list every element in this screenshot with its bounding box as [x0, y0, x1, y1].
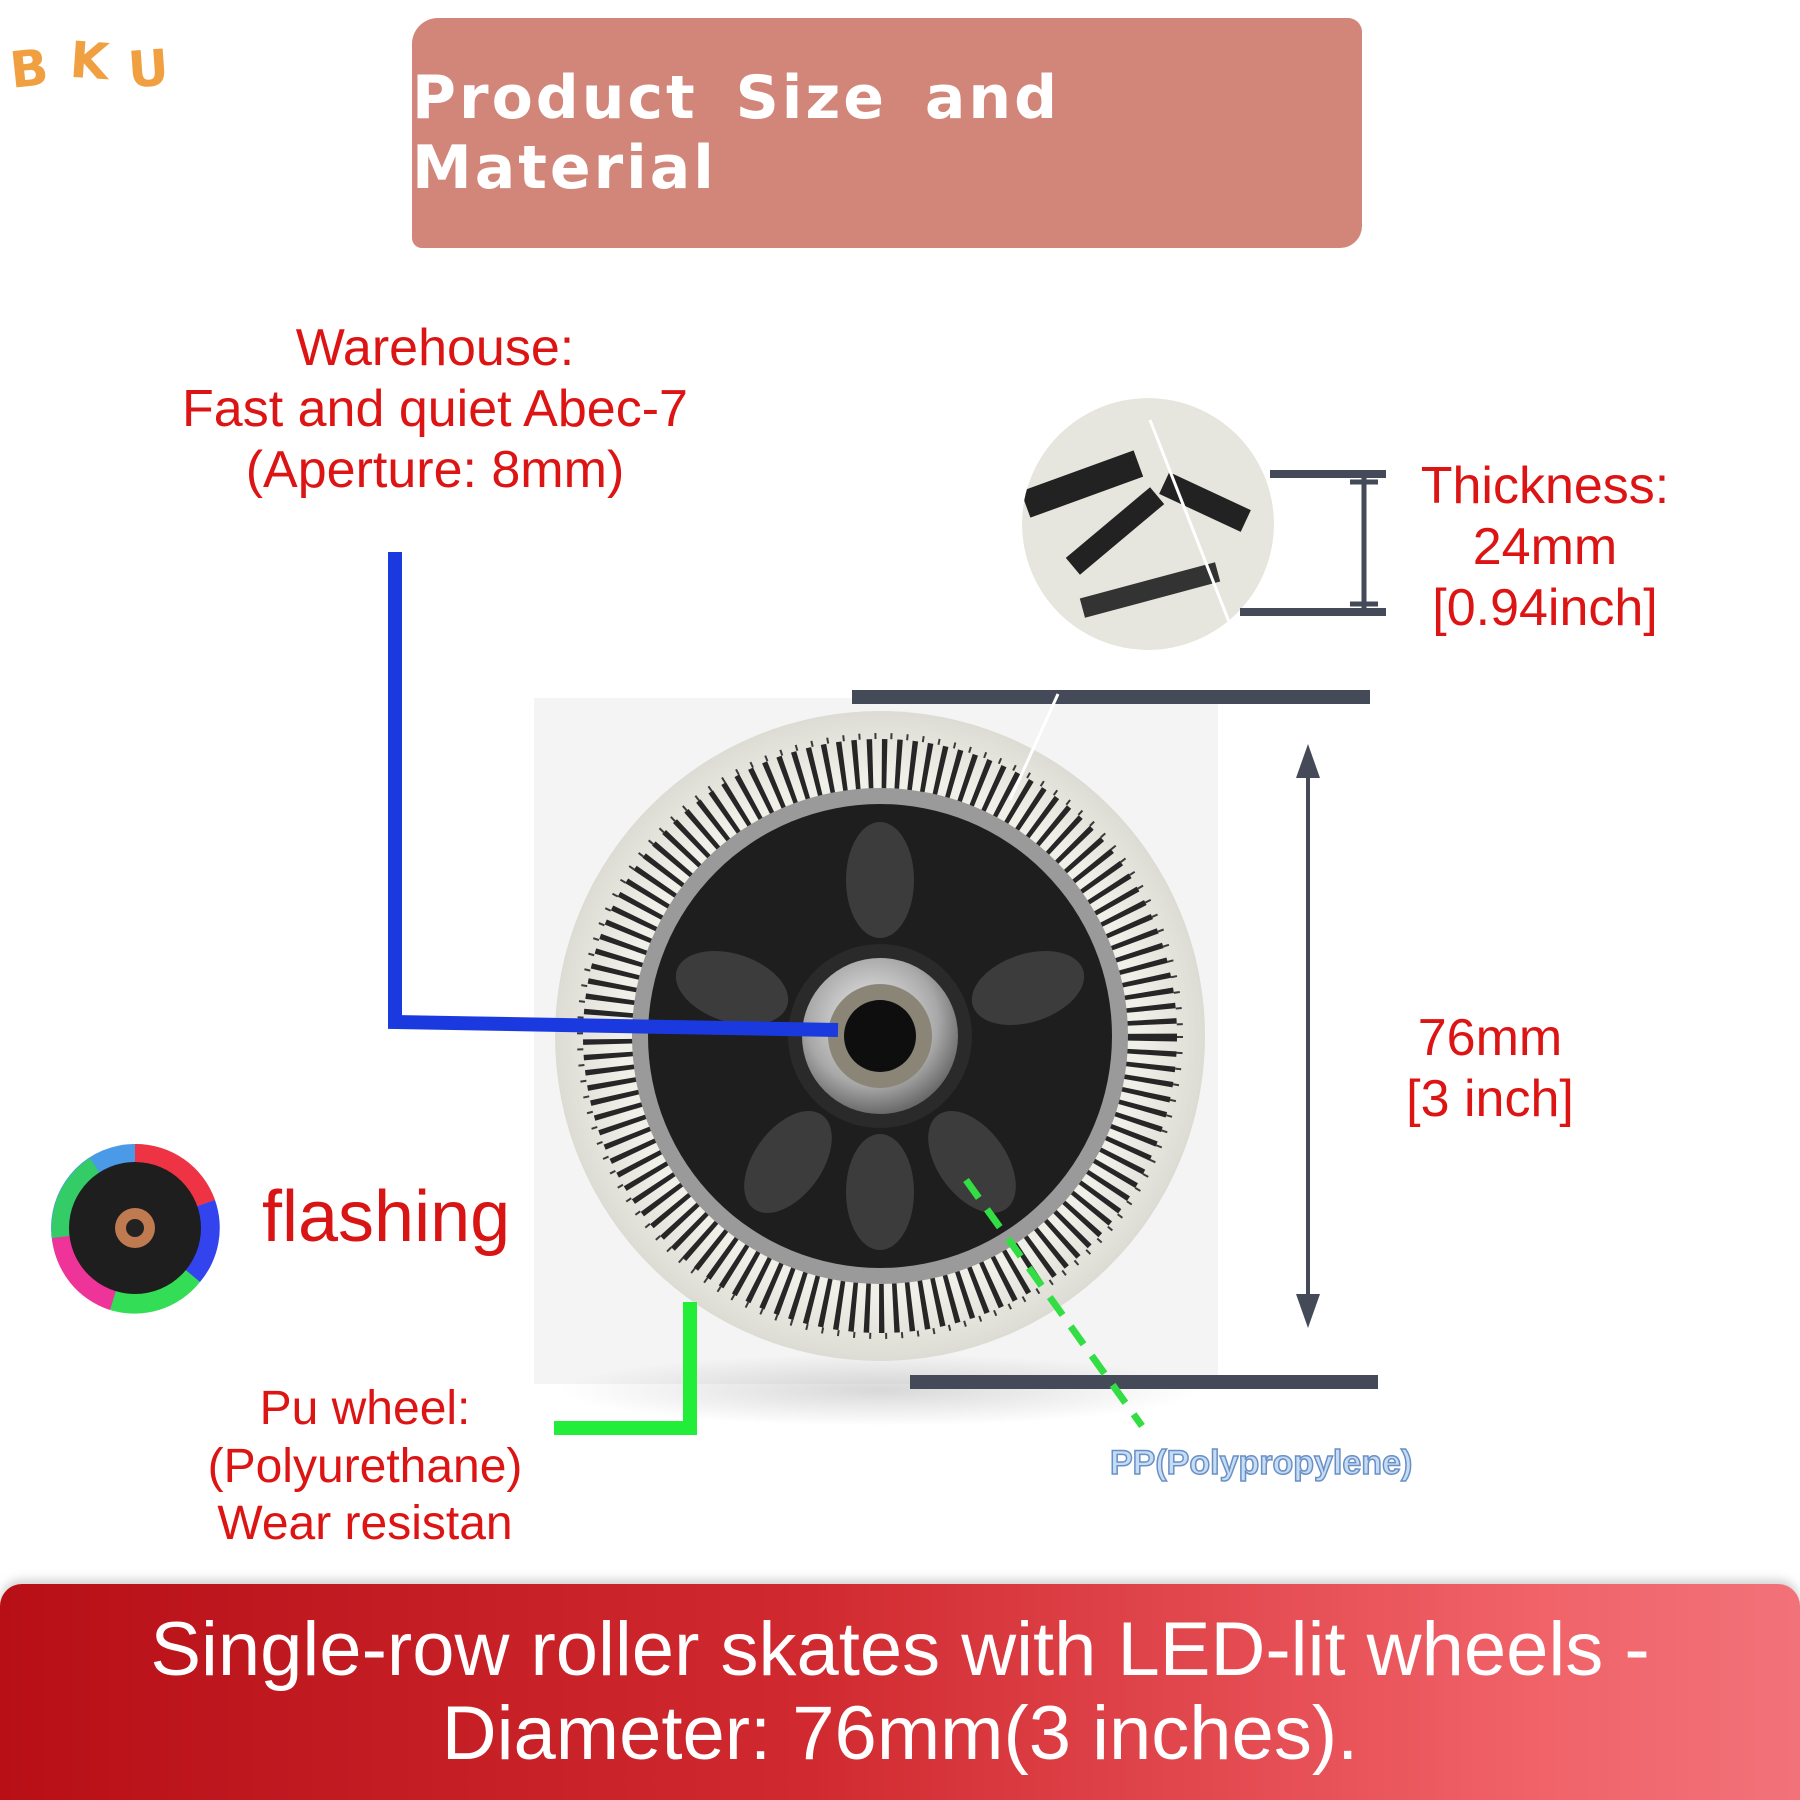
dimension-arrow-icon: [1296, 744, 1320, 778]
bearing-callout-desc: Fast and quiet Abec-7: [182, 379, 688, 438]
bearing-leader-line: [388, 552, 839, 1037]
led-wheel-icon: [51, 1143, 220, 1314]
thickness-mm: 24mm: [1472, 517, 1618, 576]
diameter-mm: 76mm: [1417, 1009, 1563, 1067]
bearing-bore: [844, 1000, 916, 1072]
hub-spokes: [675, 822, 1085, 1250]
pp-label: PP(Polypropylene): [1109, 1443, 1413, 1483]
thickness-label: Thickness:: [1420, 457, 1670, 515]
footer-text: Single-row roller skates with LED-lit wh…: [90, 1608, 1710, 1775]
footer-line-2: Diameter: 76mm(3 inches).: [441, 1691, 1359, 1776]
pp-leader-line: [963, 1177, 1145, 1429]
diameter-callout: 76mm [3 inch]: [1330, 1008, 1650, 1130]
flashing-label: flashing: [262, 1177, 511, 1257]
bearing-callout-aperture: (Aperture: 8mm): [245, 440, 625, 499]
pu-wheel-callout: Pu wheel: (Polyurethane) Wear resistan: [150, 1380, 580, 1553]
tire-print-pattern: [583, 739, 1177, 1333]
diameter-dimension: [852, 690, 1378, 1389]
bearing-callout-title: Warehouse:: [295, 319, 575, 377]
dimension-arrow-bottom-icon: [1296, 1294, 1320, 1328]
diameter-inch: [3 inch]: [1406, 1069, 1574, 1128]
title-banner: Product Size and Material: [412, 18, 1362, 248]
thickness-callout: Thickness: 24mm [0.94inch]: [1400, 456, 1690, 638]
footer-banner: Single-row roller skates with LED-lit wh…: [0, 1584, 1800, 1800]
pu-wheel-title: Pu wheel:: [259, 1382, 471, 1435]
thickness-zoom: [1022, 398, 1274, 650]
wheel-shadow: [560, 1354, 1200, 1426]
pu-wheel-feature: Wear resistan: [217, 1497, 513, 1551]
pu-leader-line: [554, 1302, 697, 1435]
tire-dot-pattern: [577, 733, 1183, 1339]
bearing-callout: Warehouse: Fast and quiet Abec-7 (Apertu…: [130, 318, 740, 500]
thickness-inch: [0.94inch]: [1432, 578, 1658, 637]
pu-wheel-material: (Polyurethane): [207, 1439, 523, 1493]
page-title: Product Size and Material: [412, 63, 1061, 203]
wheel-photo: [555, 711, 1205, 1361]
thickness-bracket: [1240, 470, 1386, 616]
footer-line-1: Single-row roller skates with LED-lit wh…: [150, 1607, 1650, 1693]
